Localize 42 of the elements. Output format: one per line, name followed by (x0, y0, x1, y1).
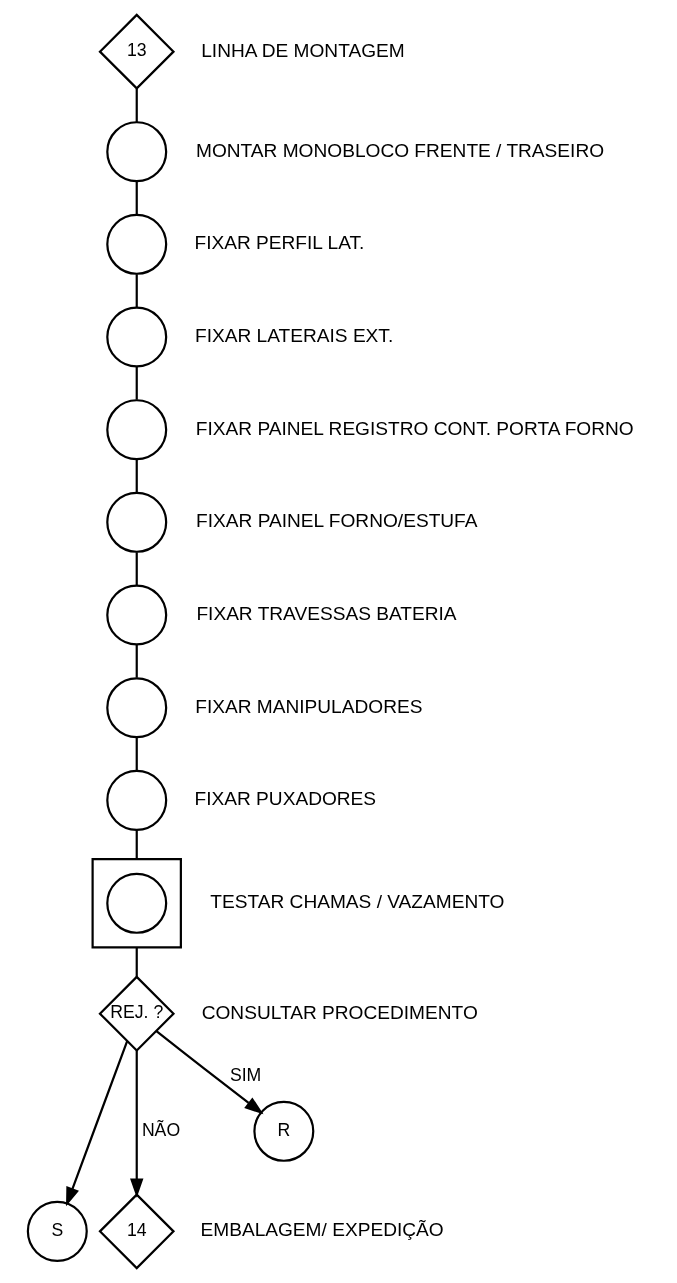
node-label: LINHA DE MONTAGEM (200, 39, 405, 61)
node-circle (105, 306, 167, 368)
node-label: FIXAR TRAVESSAS BATERIA (195, 603, 457, 625)
node-circle (105, 491, 167, 553)
node-circle (105, 213, 167, 275)
node-diamond: 14 (97, 1193, 175, 1270)
edge-label: NÃO (141, 1119, 180, 1140)
node-label: FIXAR PAINEL REGISTRO CONT. PORTA FORNO (195, 417, 634, 439)
node-label: FIXAR PERFIL LAT. (193, 232, 364, 254)
arrow (155, 1030, 263, 1115)
node-label: FIXAR MANIPULADORES (194, 695, 422, 717)
connector (135, 644, 138, 678)
connector (135, 947, 138, 977)
node-label: FIXAR PAINEL FORNO/ESTUFA (195, 510, 477, 532)
cluster (91, 858, 182, 949)
label: CONSULTAR PROCEDIMENTO (201, 1001, 478, 1023)
connector (135, 737, 138, 771)
node-circle (105, 677, 167, 739)
connector (135, 181, 138, 215)
node-diamond: 13 (97, 13, 175, 90)
node-label: FIXAR PUXADORES (194, 788, 376, 810)
connector (135, 274, 138, 307)
connector (135, 88, 138, 123)
connector (135, 459, 138, 493)
node-circle (105, 769, 167, 831)
connector (135, 366, 138, 400)
node-circle (105, 872, 167, 934)
node-circle (105, 399, 167, 461)
edge-label: SIM (229, 1064, 261, 1085)
node-circle (105, 584, 167, 646)
arrow (129, 1050, 143, 1198)
node-label: MONTAR MONOBLOCO FRENTE / TRASEIRO (195, 139, 604, 161)
node-circle: R (252, 1100, 314, 1162)
connector (135, 830, 138, 860)
arrow (65, 1040, 128, 1207)
node-circle: S (26, 1200, 88, 1262)
node-diamond: REJ. ? (97, 975, 175, 1052)
node-label: TESTAR CHAMAS / VAZAMENTO (209, 891, 504, 913)
connector (135, 552, 138, 586)
node-circle (105, 121, 167, 183)
node-label: FIXAR LATERAIS EXT. (194, 325, 393, 346)
node-label: EMBALAGEM/ EXPEDIÇÃO (199, 1219, 444, 1241)
